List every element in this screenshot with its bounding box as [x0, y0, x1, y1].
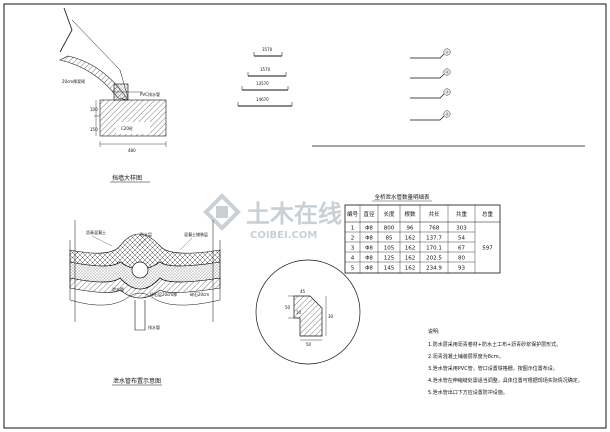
drain-label-right: 混凝土铺装层	[184, 231, 208, 237]
table-cell: Φ8	[365, 256, 373, 262]
table-header: 直径	[363, 210, 375, 218]
table-cell: 768	[429, 226, 440, 232]
table-header: 根数	[404, 210, 416, 218]
circle-dim-3: 10	[296, 310, 302, 315]
table-cell: 202.5	[426, 256, 442, 262]
drain-label-pipe: 泄水管	[112, 286, 124, 292]
table-cell: 1	[351, 226, 355, 232]
sheet-border	[3, 3, 607, 429]
note-item: 3.泄水管采用PVC管，管口设置铁格栅，按图示位置布设。	[428, 365, 558, 372]
drain-detail-caption: 泄水管布置示意图	[113, 377, 161, 385]
table-cell: 800	[384, 226, 395, 232]
table-cell: 125	[384, 256, 395, 262]
table-row: 2 Φ8 85 162 137.7 54	[351, 236, 466, 242]
rebar-mark-2: ②	[445, 70, 449, 75]
table-cell: 85	[386, 236, 393, 242]
dim-480: 480	[128, 148, 136, 153]
circle-dim-2: 50	[285, 305, 291, 310]
drain-detail: 沥青混凝土 防水层 混凝土铺装层 泄水管 碎石层20cm厚 碎石20cm 排水管…	[69, 220, 221, 386]
table-cell: 4	[351, 256, 355, 262]
note-item: 5.泄水管出口下方应设置防冲设施。	[428, 389, 508, 396]
rebar-dim-3: 13570	[256, 81, 269, 86]
table-cell: 145	[384, 266, 395, 272]
table-header: 共长	[428, 210, 440, 218]
drain-label-mid: 防水层	[140, 231, 152, 237]
drain-label-left: 沥青混凝土	[86, 229, 106, 235]
table-title: 全桥泄水管数量明细表	[374, 193, 430, 201]
rebar-mark-4: ④	[445, 112, 449, 117]
table-cell: 162	[405, 256, 416, 262]
rebar-marks: ① ② ③ ④	[410, 48, 451, 121]
table-cell: 137.7	[426, 236, 442, 242]
table-header: 共重	[456, 210, 468, 218]
label-pipe: PVC排水管	[140, 91, 160, 97]
label-base: C20砼	[121, 125, 133, 131]
table-row: 1 Φ8 800 96 768 303	[351, 226, 467, 232]
circle-detail: 45 50 10 30 50	[255, 259, 361, 365]
drain-label-bottom-mid: 碎石层20cm厚	[150, 291, 177, 297]
wall-detail-caption: 挡墙大样图	[112, 174, 142, 182]
table-cell: 5	[351, 266, 355, 272]
table-cell: Φ8	[365, 226, 373, 232]
drain-label-bottom-left: 排水管	[148, 324, 160, 330]
rebar-shapes: 3570 3570 13570 14670	[237, 47, 293, 107]
table-total: 597	[482, 246, 493, 252]
table-row: 3 Φ8 105 162 170.1 67	[351, 246, 466, 252]
dim-100: 100	[90, 107, 98, 112]
table-cell: 162	[405, 246, 416, 252]
circle-dim-1: 45	[300, 289, 306, 294]
dim-150: 150	[90, 127, 98, 132]
table-row: 5 Φ8 145 162 234.9 93	[351, 266, 466, 272]
circle-dim-5: 50	[306, 342, 312, 347]
rebar-dim-2: 3570	[260, 67, 271, 72]
table-cell: 234.9	[426, 266, 442, 272]
label-slope: 20cm厚浆砌	[62, 78, 85, 84]
notes-heading: 说明:	[428, 328, 440, 335]
table-header: 长度	[383, 210, 395, 218]
table-cell: 96	[407, 226, 414, 232]
table-cell: 80	[458, 256, 465, 262]
table-cell: 162	[405, 236, 416, 242]
table-cell: 3	[351, 246, 355, 252]
notes: 说明: 1.防水层采用沥青卷材+防水土工布+沥青砂浆保护层形式。 2.沥青混凝土…	[428, 328, 583, 396]
circle-dim-4: 30	[328, 314, 334, 319]
table-cell: Φ8	[365, 266, 373, 272]
table-row: 4 Φ8 125 162 202.5 80	[351, 256, 466, 262]
note-item: 2.沥青混凝土铺装层厚度为8cm。	[428, 353, 504, 360]
table-cell: 67	[458, 246, 465, 252]
rebar-dim-4: 14670	[256, 97, 269, 102]
watermark: 土木在线 COIBEI.COM	[203, 193, 342, 241]
note-item: 4.泄水管在伸缩缝处需适当调整，具体位置可根据现场实际情况确定。	[428, 377, 583, 384]
watermark-cn: 土木在线	[246, 200, 342, 228]
table-cell: 105	[384, 246, 395, 252]
table-header: 总重	[482, 210, 494, 218]
table-cell: 162	[405, 266, 416, 272]
note-item: 1.防水层采用沥青卷材+防水土工布+沥青砂浆保护层形式。	[428, 341, 561, 348]
table-header: 编号	[347, 210, 359, 218]
table-cell: 303	[456, 226, 467, 232]
table-cell: 2	[351, 236, 355, 242]
rebar-mark-1: ①	[445, 50, 449, 55]
table-cell: Φ8	[365, 246, 373, 252]
wall-detail: 20cm厚浆砌 PVC排水管 100 150 480 C20砼 挡墙大样图	[59, 7, 167, 183]
watermark-en: COIBEI.COM	[250, 230, 317, 241]
table-cell: Φ8	[365, 236, 373, 242]
table-cell: 93	[458, 266, 465, 272]
quantity-table: 全桥泄水管数量明细表 编号 直径 长度 根数 共长 共重 总重 1 Φ8 800…	[344, 193, 501, 274]
rebar-dim-1: 3570	[262, 47, 273, 52]
drain-label-bottom-right: 碎石20cm	[190, 291, 209, 297]
table-cell: 54	[458, 236, 465, 242]
rebar-mark-3: ③	[445, 90, 449, 95]
table-cell: 170.1	[426, 246, 442, 252]
